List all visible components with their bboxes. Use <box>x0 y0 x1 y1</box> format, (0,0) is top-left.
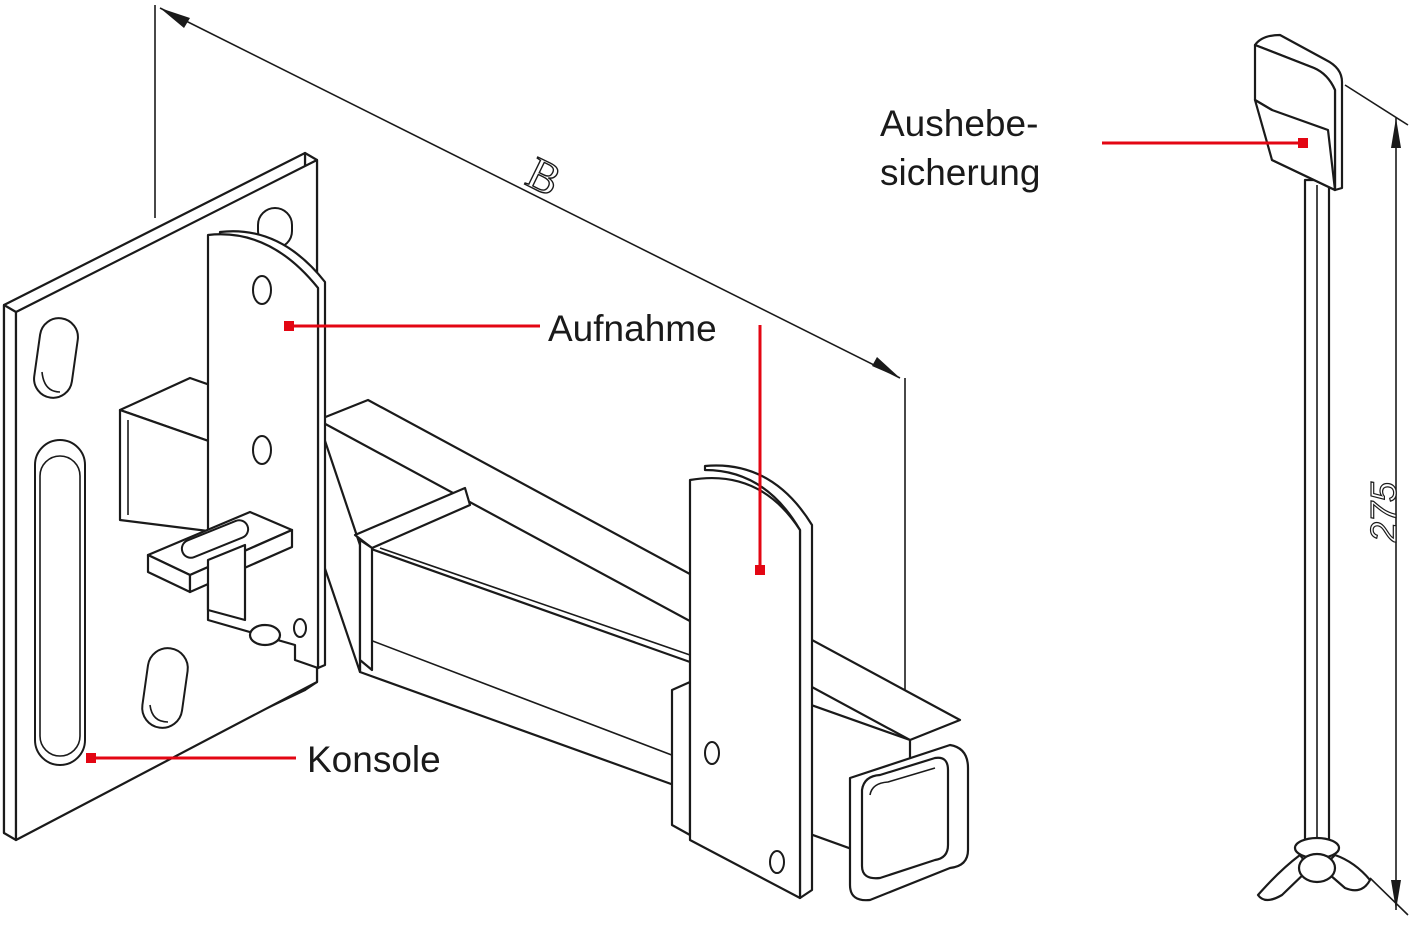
dimension-b-label: B <box>519 147 569 206</box>
bracket-hole <box>704 741 720 765</box>
leader-aufnahme: Aufnahme <box>284 308 765 575</box>
arrowhead-top <box>1391 118 1401 148</box>
tube-end-cap <box>848 743 970 902</box>
pin-slot <box>180 519 250 559</box>
plate-slot <box>33 317 79 399</box>
bracket-hole <box>252 435 272 465</box>
arrowhead-left <box>160 8 190 28</box>
bracket-hole <box>252 275 272 305</box>
label-aushebesicherung-line1: Aushebe- <box>880 103 1038 144</box>
rear-aufnahme <box>146 230 327 670</box>
plate-slot <box>141 647 189 729</box>
arrowhead-bottom <box>1391 880 1401 910</box>
leader-konsole: Konsole <box>86 739 441 780</box>
leader-aushebesicherung: Aushebe- sicherung <box>880 103 1308 193</box>
bracket-hole <box>769 850 785 874</box>
front-aufnahme <box>670 464 814 900</box>
aushebesicherung-pin <box>1253 33 1372 902</box>
dimension-275: 275 <box>1344 84 1409 916</box>
label-aufnahme: Aufnahme <box>548 308 717 349</box>
label-konsole: Konsole <box>307 739 441 780</box>
arrowhead-right <box>872 357 900 378</box>
bracket-hole <box>293 618 307 638</box>
dimension-275-label: 275 <box>1363 481 1404 543</box>
plate-slot <box>34 439 86 766</box>
label-aushebesicherung-line2: sicherung <box>880 152 1040 193</box>
